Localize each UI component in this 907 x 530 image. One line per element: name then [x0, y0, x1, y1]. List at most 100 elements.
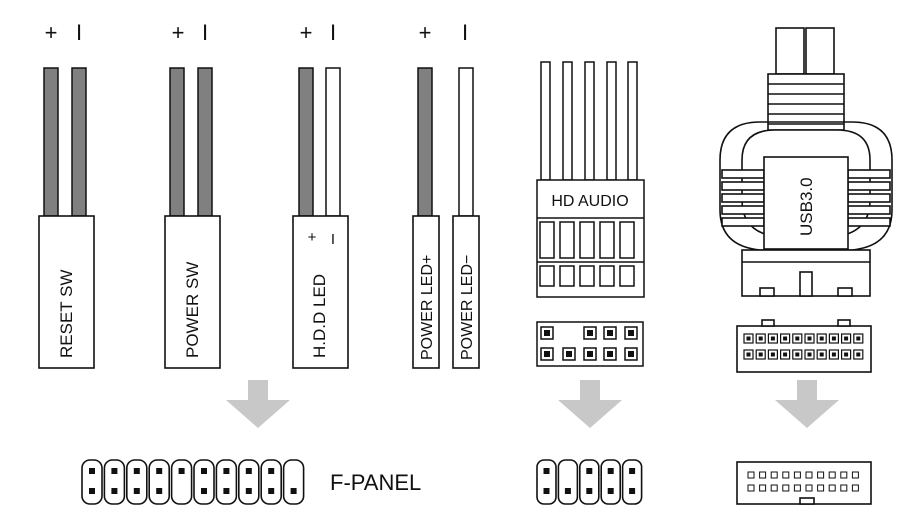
hdd-led-pin-plus: + — [308, 229, 317, 246]
reset-sw-minus-sign: I — [76, 20, 82, 45]
usb3-connector: USB3.0 — [719, 27, 893, 373]
power-sw-minus-sign: I — [202, 20, 208, 45]
reset-sw-label: RESET SW — [57, 270, 76, 358]
usb3-bottom-pin — [828, 484, 836, 492]
hd-audio-pin-slots — [539, 221, 635, 287]
f-panel-pin-slot — [126, 459, 148, 505]
hd-audio-wire-1 — [540, 61, 551, 181]
usb3-latch-right — [837, 287, 853, 297]
f-panel-pin-slot — [260, 459, 283, 505]
arrow-f-panel — [226, 380, 290, 428]
usb3-bottom-pin — [851, 471, 859, 479]
power-sw-plus-sign: + — [172, 20, 185, 45]
f-panel-pin-slot — [282, 459, 305, 505]
usb3-bottom-pin — [840, 484, 848, 492]
usb3-bottom-pin — [817, 471, 825, 479]
power-led-plus-plug — [412, 215, 440, 369]
hd-audio-bottom-pin-slot — [600, 459, 622, 505]
usb3-latch-left — [759, 287, 775, 297]
hd-audio-label: HD AUDIO — [551, 193, 628, 210]
power-sw-connector: + I POWER SW — [164, 20, 221, 369]
usb3-label-plate — [763, 156, 849, 250]
usb3-body-outline — [719, 121, 893, 251]
down-arrow-icon — [226, 380, 290, 428]
arrow-hd-audio — [558, 380, 622, 428]
hdd-led-plug — [292, 215, 349, 369]
hd-audio-bottom-header — [536, 459, 643, 505]
power-led-minus-sign: I — [462, 20, 468, 45]
reset-sw-connector: + I RESET SW — [38, 20, 95, 369]
usb3-bottom-pin — [840, 471, 848, 479]
usb3-bottom-pin — [770, 484, 778, 492]
hdd-led-label: H.D.D LED — [310, 274, 329, 358]
reset-sw-wire-1 — [43, 67, 59, 217]
f-panel-pin-slot — [148, 459, 170, 505]
reset-sw-wire-2 — [71, 67, 87, 217]
hd-audio-bottom-pin-slot — [557, 459, 579, 505]
hdd-led-wire-1 — [298, 67, 314, 217]
f-panel-pin-slot — [170, 459, 193, 505]
usb3-cable-left — [775, 27, 805, 75]
f-panel-pin-slot — [103, 459, 126, 505]
usb3-bottom-pin — [759, 484, 767, 492]
hd-audio-connector: HD AUDIO — [536, 61, 645, 367]
f-panel-pin-slot — [81, 459, 103, 505]
power-led-minus-plug — [452, 215, 480, 369]
power-sw-plug — [164, 215, 221, 369]
hd-audio-header-pinout — [536, 321, 644, 367]
usb3-bottom-pin — [805, 471, 813, 479]
usb3-header-pinout — [736, 319, 872, 373]
hd-audio-bottom-pin-slot — [621, 459, 643, 505]
usb3-key — [799, 271, 813, 297]
usb3-cable-right — [805, 27, 835, 75]
usb3-bottom-header — [736, 461, 872, 505]
hdd-led-connector: + I H.D.D LED + I — [292, 20, 349, 369]
hdd-led-minus-sign: I — [330, 20, 336, 45]
usb3-bottom-pin — [805, 484, 813, 492]
usb3-bottom-pin — [851, 484, 859, 492]
power-led-minus-connector: I POWER LED− — [452, 20, 480, 369]
hd-audio-wire-5 — [627, 61, 638, 181]
usb3-bottom-pin — [793, 471, 801, 479]
hd-audio-wire-3 — [584, 61, 595, 181]
usb3-bottom-pin — [770, 471, 778, 479]
usb3-bottom-pin — [782, 484, 790, 492]
power-sw-wire-1 — [169, 67, 185, 217]
usb3-grip-right — [847, 169, 891, 227]
f-panel-pin-slot — [238, 459, 260, 505]
hdd-led-wire-2 — [325, 67, 341, 217]
power-led-plus-sign: + — [419, 20, 432, 45]
usb3-bottom-pin — [828, 471, 836, 479]
usb3-bottom-pin — [793, 484, 801, 492]
power-led-plus-wire — [417, 67, 433, 217]
power-led-minus-wire — [458, 67, 474, 217]
hd-audio-bottom-pin-slot — [536, 459, 557, 505]
usb3-bottom-pin — [747, 484, 755, 492]
f-panel-pin-slot — [193, 459, 215, 505]
usb3-bottom-pin — [747, 471, 755, 479]
usb3-label: USB3.0 — [797, 177, 816, 236]
down-arrow-icon — [558, 380, 622, 428]
hdd-led-pin-minus: I — [331, 231, 335, 248]
hd-audio-wire-4 — [606, 61, 617, 181]
f-panel-pin-slot — [215, 459, 238, 505]
usb3-bottom-pin — [759, 471, 767, 479]
hd-audio-bottom-pin-slot — [578, 459, 600, 505]
power-led-plus-connector: + POWER LED+ — [412, 20, 440, 369]
reset-sw-plus-sign: + — [45, 20, 58, 45]
hd-audio-wire-2 — [562, 61, 573, 181]
usb3-bottom-pin — [817, 484, 825, 492]
usb3-grip-left — [721, 169, 765, 227]
arrow-usb3 — [775, 380, 839, 428]
power-sw-wire-2 — [197, 67, 213, 217]
down-arrow-icon — [775, 380, 839, 428]
power-led-minus-label: POWER LED− — [459, 255, 476, 360]
f-panel-header: F-PANEL — [81, 459, 421, 505]
power-led-plus-label: POWER LED+ — [419, 255, 436, 360]
hdd-led-plus-sign: + — [300, 20, 313, 45]
f-panel-label: F-PANEL — [330, 470, 421, 495]
reset-sw-plug — [38, 215, 95, 369]
power-sw-label: POWER SW — [183, 262, 202, 358]
usb3-bottom-pin — [782, 471, 790, 479]
